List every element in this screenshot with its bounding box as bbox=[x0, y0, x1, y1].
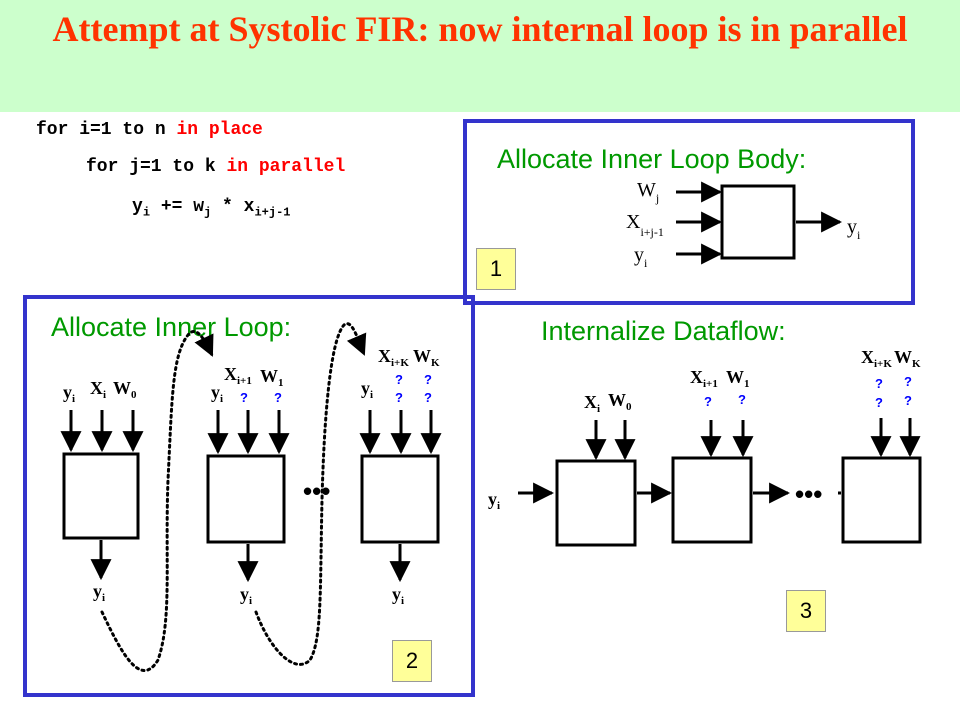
cell1-out-label: yi bbox=[93, 581, 105, 604]
df-cell2-x-label: Xi+1 bbox=[690, 367, 718, 390]
cell1-block bbox=[62, 452, 140, 540]
panel-inner-loop-body bbox=[463, 119, 915, 305]
cell3-block bbox=[360, 454, 440, 544]
code-line-1-text: for i=1 to n bbox=[36, 120, 177, 140]
cell3-w-label: WK bbox=[413, 346, 440, 369]
df-cell3-block bbox=[841, 456, 922, 544]
inner-loop-body-block bbox=[720, 184, 796, 260]
df-ellipsis: ••• bbox=[795, 479, 822, 509]
df-cell3-w-label: WK bbox=[894, 347, 921, 370]
step-badge-1: 1 bbox=[476, 248, 516, 290]
code-op: += bbox=[150, 197, 194, 217]
input-yi-label: yi bbox=[488, 489, 500, 512]
df-cell1-w-label: W0 bbox=[608, 390, 632, 413]
df-cell1-x-label: Xi bbox=[584, 392, 600, 415]
cell2-unknown-w: ? bbox=[274, 390, 282, 405]
cell1-w-label: W0 bbox=[113, 378, 137, 401]
input-y-label: yi bbox=[634, 244, 648, 270]
input-x-label: Xi+j-1 bbox=[626, 211, 664, 239]
cell2-x-label: Xi+1 bbox=[224, 364, 252, 387]
code-mul: * bbox=[211, 197, 244, 217]
panel-2-heading: Allocate Inner Loop: bbox=[51, 312, 291, 342]
cell1-y-label: yi bbox=[63, 382, 75, 405]
cell2-block bbox=[206, 454, 286, 544]
df-cell3-unknown-1: ? bbox=[875, 376, 883, 391]
panel-inner-loop bbox=[23, 295, 475, 697]
code-w-sub: j bbox=[204, 205, 212, 220]
slide-title: Attempt at Systolic FIR: now internal lo… bbox=[52, 9, 908, 49]
df-cell2-w-label: W1 bbox=[726, 367, 750, 390]
step-badge-3: 3 bbox=[786, 590, 826, 632]
code-y-sub: i bbox=[142, 205, 151, 220]
code-line-3: yi += wj * xi+j-1 bbox=[132, 197, 290, 220]
flow-curve-2 bbox=[254, 322, 367, 666]
code-keyword-in-place: in place bbox=[176, 120, 263, 140]
cell-ellipsis-2: ••• bbox=[303, 476, 330, 506]
df-cell3-unknown-4: ? bbox=[904, 393, 912, 408]
cell3-unknown-3: ? bbox=[395, 390, 403, 405]
cell1-x-label: Xi bbox=[90, 378, 106, 401]
cell2-unknown-x: ? bbox=[240, 390, 248, 405]
cell2-w-label: W1 bbox=[260, 366, 284, 389]
flow-curve-1 bbox=[100, 330, 214, 672]
cell3-unknown-4: ? bbox=[424, 390, 432, 405]
df-cell1-block bbox=[555, 459, 637, 547]
df-cell3-x-label: Xi+K bbox=[861, 347, 892, 370]
code-x: x bbox=[243, 197, 255, 217]
cell3-y-label: yi bbox=[361, 378, 373, 401]
panel-1-heading: Allocate Inner Loop Body: bbox=[497, 144, 806, 174]
cell3-x-label: Xi+K bbox=[378, 346, 409, 369]
output-y-label: yi bbox=[847, 216, 861, 242]
df-cell2-unknown-w: ? bbox=[738, 392, 746, 407]
step-badge-2: 2 bbox=[392, 640, 432, 682]
code-line-1: for i=1 to n in place bbox=[36, 120, 263, 140]
code-line-2: for j=1 to k in parallel bbox=[86, 157, 345, 177]
code-line-2-text: for j=1 to k bbox=[86, 157, 227, 177]
df-cell3-unknown-2: ? bbox=[904, 374, 912, 389]
cell2-y-label: yi bbox=[211, 382, 223, 405]
code-x-sub: i+j-1 bbox=[254, 205, 291, 220]
title-bar bbox=[0, 0, 960, 112]
df-cell2-unknown-x: ? bbox=[704, 394, 712, 409]
cell3-unknown-2: ? bbox=[424, 372, 432, 387]
code-keyword-in-parallel: in parallel bbox=[226, 157, 346, 177]
code-w: w bbox=[193, 197, 205, 217]
cell3-unknown-1: ? bbox=[395, 372, 403, 387]
panel-3-heading: Internalize Dataflow: bbox=[541, 316, 786, 346]
code-y: y bbox=[132, 197, 143, 217]
df-cell3-unknown-3: ? bbox=[875, 395, 883, 410]
cell2-out-label: yi bbox=[240, 584, 252, 607]
input-w-label: Wj bbox=[637, 179, 659, 205]
cell3-out-label: yi bbox=[392, 584, 404, 607]
df-cell2-block bbox=[671, 456, 753, 544]
